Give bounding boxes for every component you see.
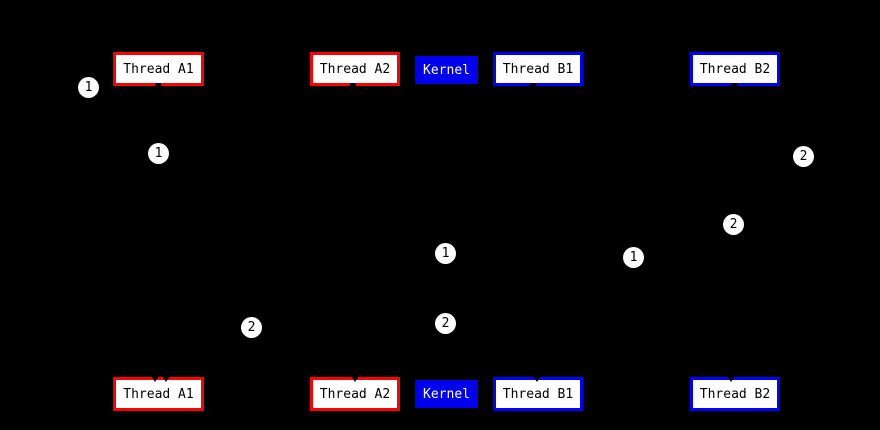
marker-label: 2 bbox=[247, 320, 256, 335]
node-thread-a1-bottom: Thread A1 bbox=[113, 377, 204, 411]
marker-label: 1 bbox=[84, 80, 93, 95]
node-label: Kernel bbox=[423, 386, 470, 402]
node-label: Thread A2 bbox=[319, 61, 391, 77]
marker-label: 2 bbox=[799, 149, 808, 164]
sequence-marker-8: 2 bbox=[241, 317, 262, 338]
sequence-marker-7: 2 bbox=[435, 313, 456, 334]
node-thread-a1-top: Thread A1 bbox=[113, 52, 204, 86]
node-thread-b1-bottom: Thread B1 bbox=[493, 377, 583, 411]
arrowhead-notch bbox=[151, 376, 159, 382]
marker-label: 2 bbox=[729, 217, 738, 232]
node-kernel-top: Kernel bbox=[415, 56, 478, 84]
edge-stub bbox=[530, 83, 536, 89]
node-label: Thread A2 bbox=[319, 386, 391, 402]
node-label: Thread A1 bbox=[123, 386, 194, 402]
node-label: Thread B2 bbox=[699, 386, 771, 402]
sequence-marker-1: 1 bbox=[78, 77, 99, 98]
node-thread-b2-top: Thread B2 bbox=[690, 52, 780, 86]
sequence-marker-2: 1 bbox=[148, 143, 169, 164]
sequence-marker-5: 1 bbox=[435, 243, 456, 264]
edge-stub bbox=[155, 83, 161, 89]
node-kernel-bottom: Kernel bbox=[415, 380, 478, 408]
node-thread-b1-top: Thread B1 bbox=[493, 52, 583, 86]
arrowhead-notch bbox=[351, 376, 359, 382]
node-label: Thread B2 bbox=[699, 61, 771, 77]
arrowhead-notch bbox=[533, 376, 541, 382]
node-label: Kernel bbox=[423, 62, 470, 78]
marker-label: 1 bbox=[629, 250, 638, 265]
node-thread-a2-bottom: Thread A2 bbox=[310, 377, 400, 411]
node-label: Thread A1 bbox=[123, 61, 194, 77]
marker-label: 1 bbox=[154, 146, 163, 161]
marker-label: 1 bbox=[441, 246, 450, 261]
edge-stub bbox=[731, 83, 737, 89]
node-label: Thread B1 bbox=[502, 61, 574, 77]
arrowhead-notch bbox=[727, 376, 735, 382]
marker-label: 2 bbox=[441, 316, 450, 331]
sequence-marker-6: 1 bbox=[623, 247, 644, 268]
node-thread-b2-bottom: Thread B2 bbox=[690, 377, 780, 411]
node-thread-a2-top: Thread A2 bbox=[310, 52, 400, 86]
sequence-marker-3: 2 bbox=[793, 146, 814, 167]
node-label: Thread B1 bbox=[502, 386, 574, 402]
arrowhead-notch bbox=[162, 376, 170, 382]
sequence-marker-4: 2 bbox=[723, 214, 744, 235]
edge-stub bbox=[350, 83, 356, 89]
